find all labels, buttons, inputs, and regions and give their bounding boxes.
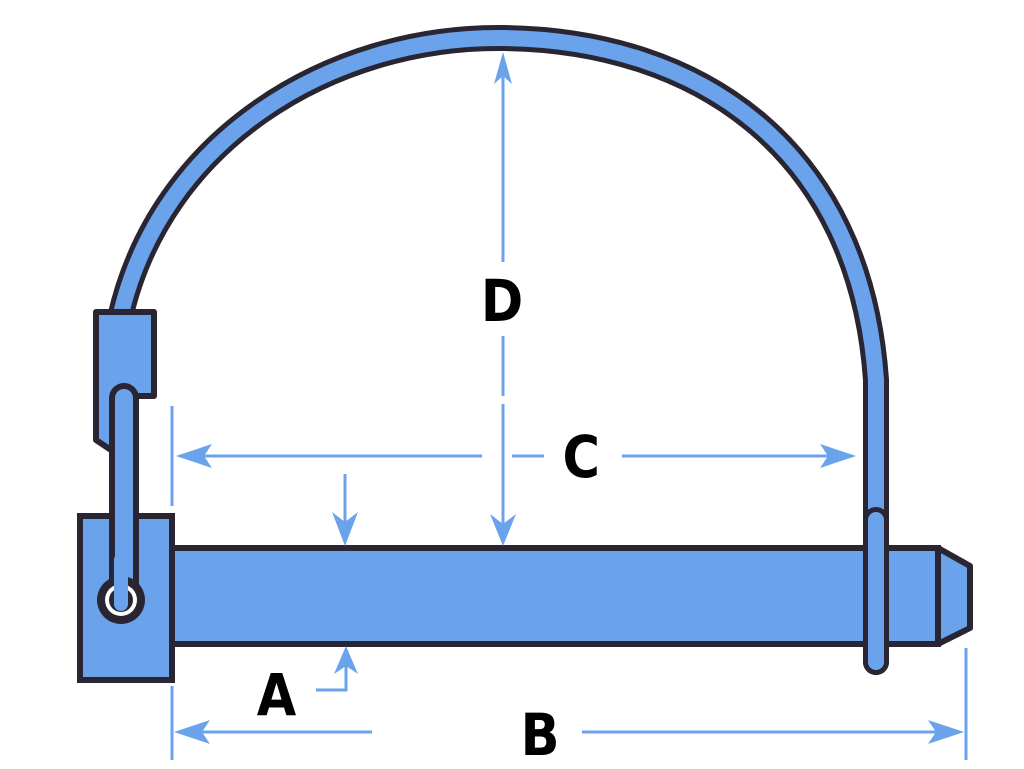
pin-shaft [165, 545, 941, 647]
chamfered-tip [935, 545, 973, 647]
arrow-right-icon [820, 444, 856, 468]
dimension-c [176, 444, 856, 468]
label-c: C [562, 423, 601, 491]
pivot-eye [97, 553, 145, 624]
arrow-down-icon [490, 514, 516, 546]
dimension-b [174, 720, 964, 744]
arrow-right-icon [928, 720, 964, 744]
arrow-down-icon [332, 512, 358, 546]
arrow-left-icon [174, 720, 210, 744]
arrow-left-icon [176, 444, 212, 468]
wire-bail [107, 24, 889, 675]
dimension-d [490, 52, 516, 546]
dimension-lines [170, 52, 968, 760]
arrow-up-icon [494, 52, 512, 84]
arrow-up-icon [334, 646, 358, 674]
dimension-a [316, 474, 358, 692]
label-d: D [480, 267, 524, 335]
label-b: B [520, 701, 560, 769]
label-a: A [256, 661, 297, 729]
